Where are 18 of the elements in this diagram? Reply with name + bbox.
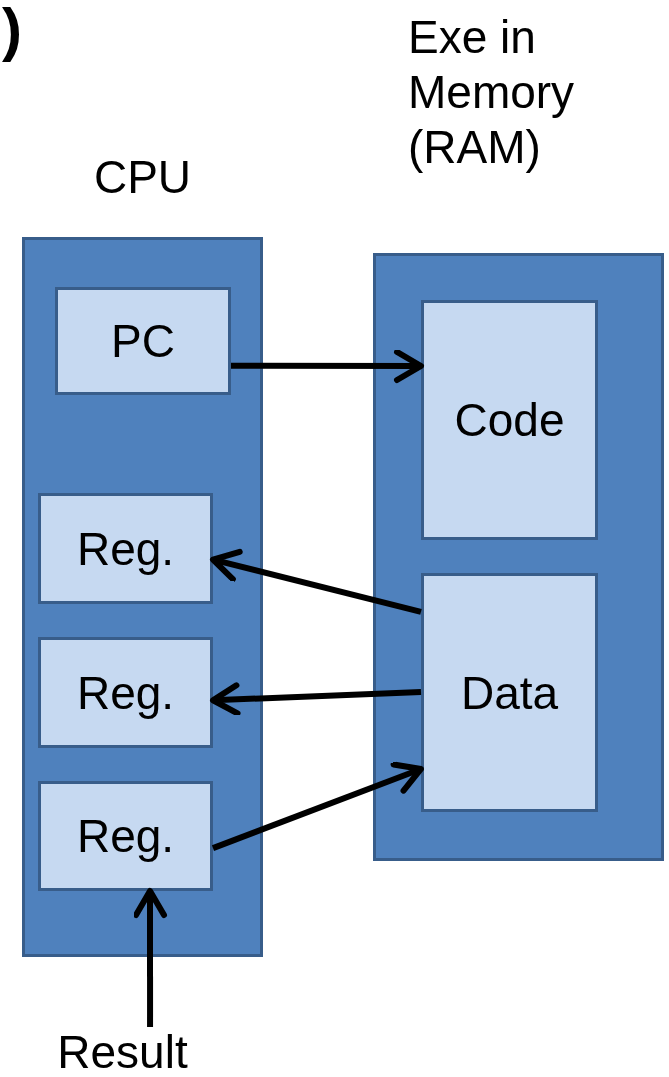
text-label: Result [40,1027,205,1077]
panel-heading: Exe in Memory (RAM) [408,10,576,176]
box-label: Code [454,397,565,443]
register-box [38,637,213,748]
text-fragment: ) [2,0,22,60]
register-box [38,493,213,604]
register-box [38,781,213,891]
register-box [55,287,231,395]
arrow [210,548,422,615]
arrow [231,349,424,383]
memory-segment-box [421,573,598,812]
box-label: Data [460,669,559,716]
arrow [210,682,422,717]
panel-heading: CPU [92,150,193,205]
box-label: PC [111,318,175,364]
arrow [133,888,167,1027]
memory-segment-box [421,300,598,540]
arrow [211,761,424,851]
